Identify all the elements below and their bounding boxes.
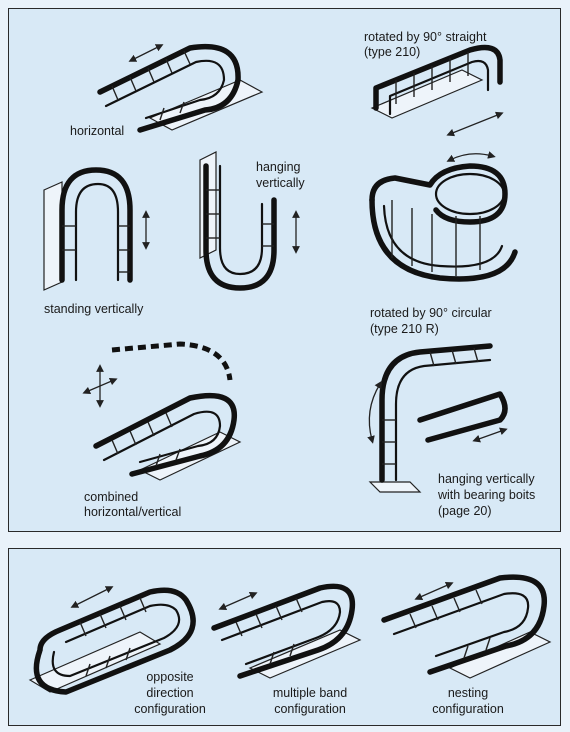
label-opposite-line1: opposite [146, 670, 194, 684]
bottom-panel [8, 548, 561, 726]
label-nesting-line1: nesting [447, 686, 489, 700]
horizontal-illustration [97, 44, 264, 133]
combined-illustration [82, 341, 242, 481]
rotated-straight-illustration [370, 44, 504, 137]
label-combined-line2: horizontal/vertical [84, 505, 182, 519]
rotated-circular-illustration [369, 151, 518, 282]
label-combined-line1: combined [84, 490, 139, 504]
label-hanging-vertically-line2: vertically [256, 176, 305, 190]
label-hanging-bearing-line2: with bearing boits [438, 488, 536, 502]
label-rotated-straight-line1: rotated by 90° straight [364, 30, 487, 44]
label-hanging-vertically-line1: hanging [256, 160, 301, 174]
label-opposite-line2: direction [146, 686, 194, 700]
label-nesting-line2: configuration [432, 702, 504, 716]
label-rotated-circular-line1: rotated by 90° circular [370, 306, 492, 320]
multiple-band-illustration [211, 583, 362, 679]
label-rotated-circular-line2: (type 210 R) [370, 322, 439, 336]
opposite-direction-illustration [28, 586, 196, 695]
label-standing-vertically: standing vertically [44, 302, 144, 316]
label-hanging-bearing-line1: hanging vertically [438, 472, 535, 486]
nesting-illustration [381, 574, 552, 679]
label-rotated-straight-line2: (type 210) [364, 45, 421, 59]
standing-vertically-illustration [43, 167, 150, 291]
label-multiple-line1: multiple band [272, 686, 348, 700]
label-horizontal: horizontal [70, 124, 125, 138]
hanging-bearing-illustration [367, 343, 508, 493]
label-multiple-line2: configuration [274, 702, 346, 716]
label-hanging-bearing-line3: (page 20) [438, 504, 492, 518]
hanging-vertically-illustration [199, 151, 300, 291]
label-opposite-line3: configuration [134, 702, 206, 716]
